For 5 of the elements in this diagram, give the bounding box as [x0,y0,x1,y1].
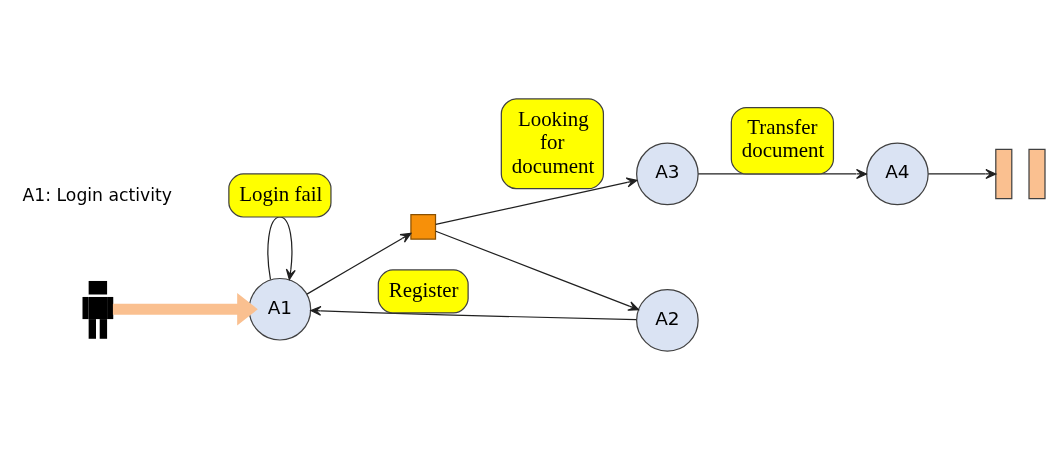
edge-label: Transfer document [741,115,825,163]
edge-label: Looking for document [511,107,595,178]
label: A1: Login activity [22,184,172,205]
edge-label: Login fail [239,182,323,207]
edge-label: Register [388,278,459,303]
